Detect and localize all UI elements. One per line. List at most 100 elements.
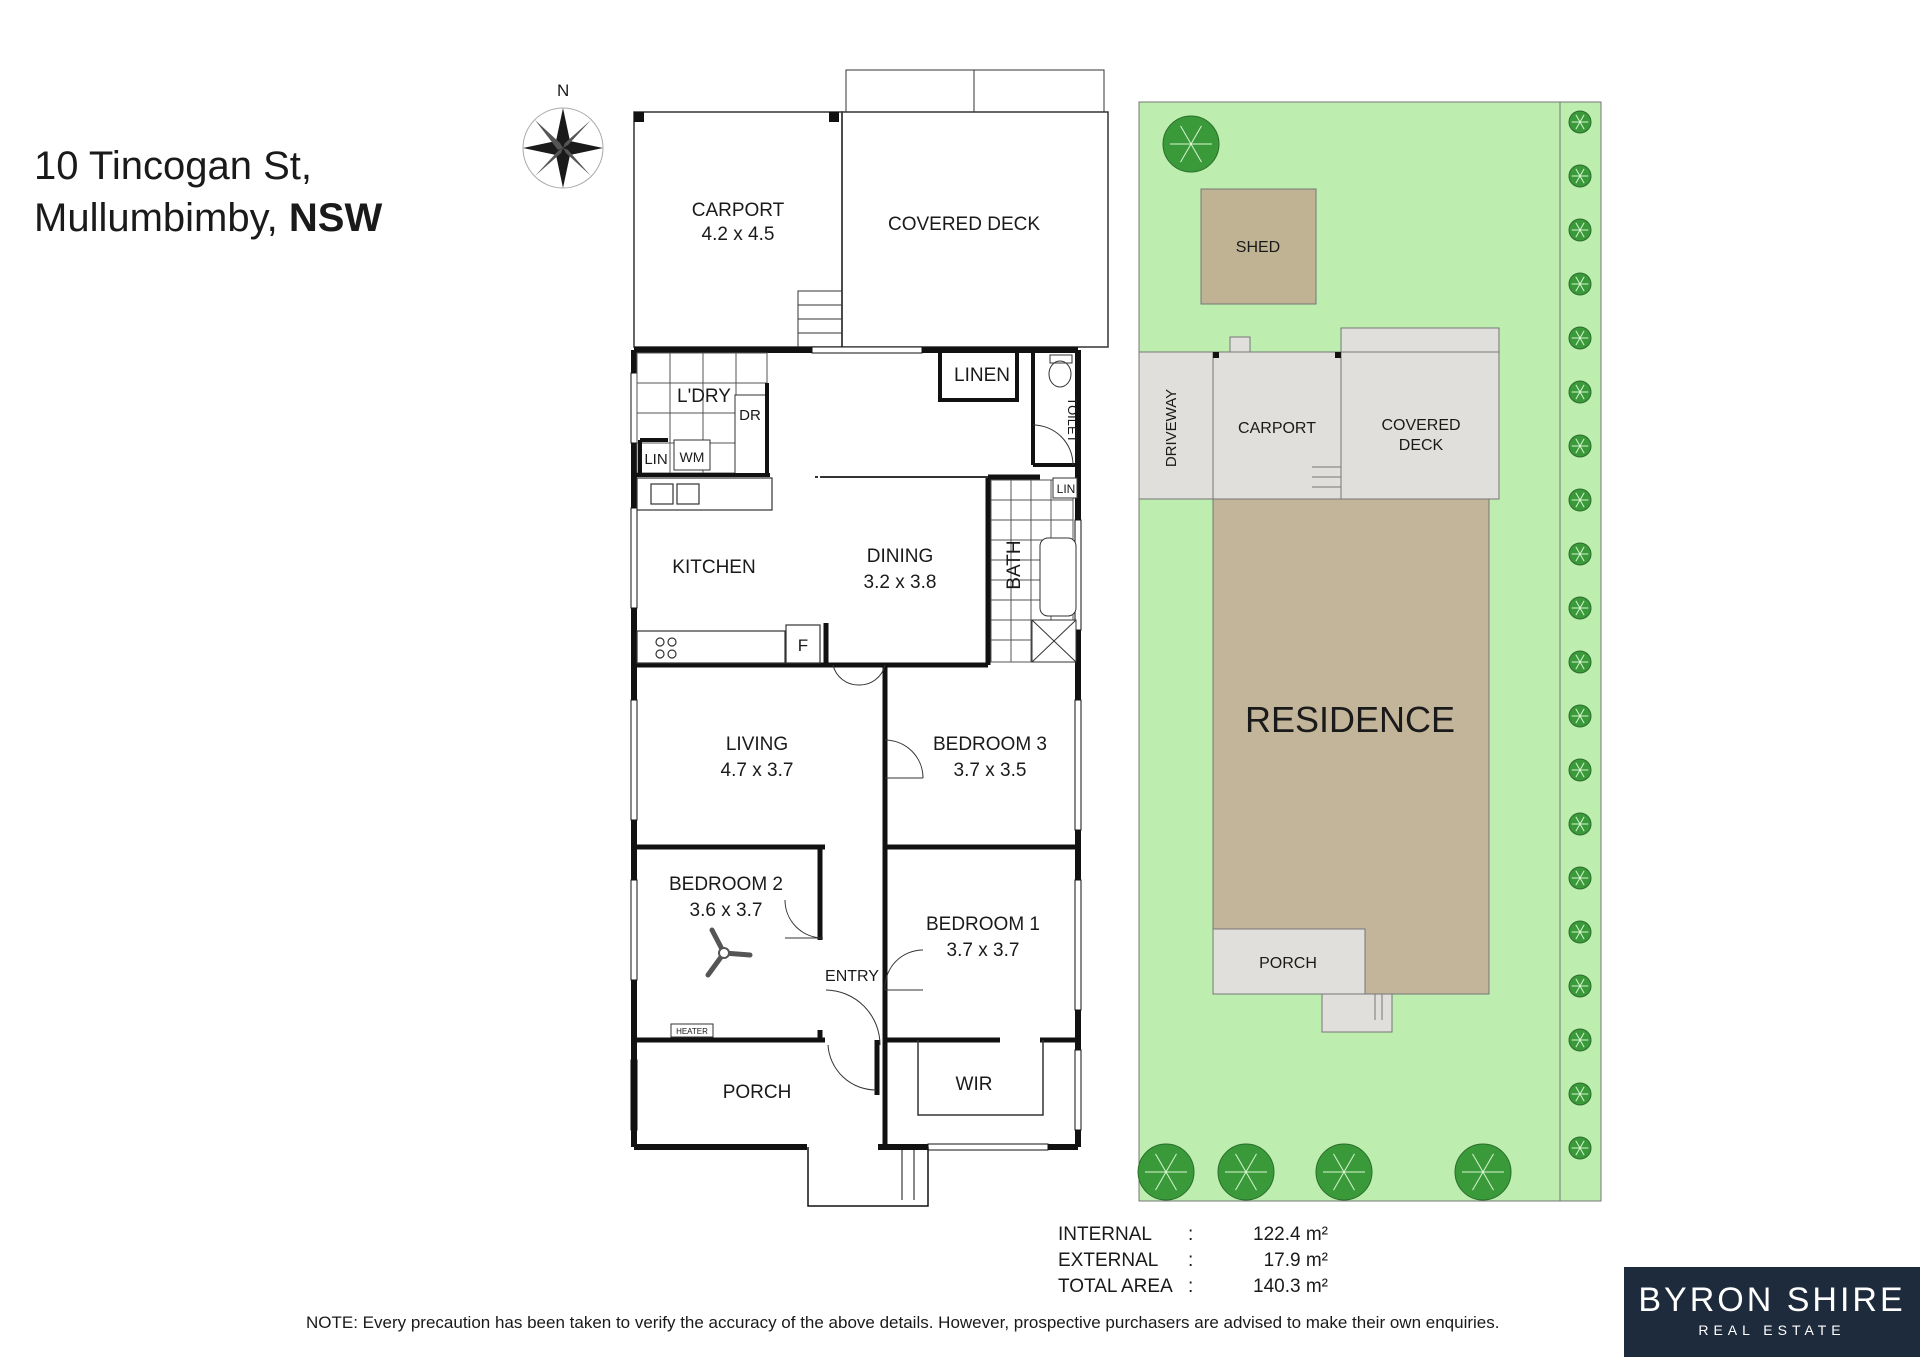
room-label-linen: LINEN bbox=[954, 365, 1010, 386]
logo-sub-text: REAL ESTATE bbox=[1698, 1322, 1846, 1338]
room-size-carport: 4.2 x 4.5 bbox=[702, 224, 775, 245]
note-prefix: NOTE: bbox=[306, 1313, 358, 1332]
room-label-covered-deck: COVERED DECK bbox=[888, 214, 1040, 235]
room-label-bedroom2: BEDROOM 2 bbox=[669, 874, 783, 895]
tree-icon bbox=[1568, 974, 1592, 998]
area-label: TOTAL AREA bbox=[1058, 1276, 1173, 1297]
area-row-total: TOTAL AREA : 140.3 m² bbox=[1058, 1274, 1328, 1300]
site-label-carport: CARPORT bbox=[1238, 420, 1316, 437]
site-shed bbox=[1200, 188, 1317, 305]
label-linen-bath: LIN bbox=[1057, 482, 1076, 496]
site-label-driveway: DRIVEWAY bbox=[1163, 389, 1180, 467]
room-label-toilet: TOILET bbox=[1065, 397, 1080, 442]
tree-icon bbox=[1454, 1143, 1512, 1201]
site-label-deck: DECK bbox=[1399, 437, 1444, 454]
area-row-internal: INTERNAL : 122.4 m² bbox=[1058, 1222, 1328, 1248]
site-porch bbox=[1212, 928, 1366, 995]
label-linen-laundry: LIN bbox=[644, 451, 667, 468]
site-plan-labels: SHED DRIVEWAY CARPORT COVERED DECK RESID… bbox=[1163, 239, 1461, 972]
label-washing-machine: WM bbox=[680, 449, 705, 465]
tree-icon bbox=[1568, 758, 1592, 782]
site-label-residence: RESIDENCE bbox=[1245, 699, 1455, 740]
site-label-shed: SHED bbox=[1236, 239, 1280, 256]
tree-icon bbox=[1568, 920, 1592, 944]
area-label: INTERNAL bbox=[1058, 1224, 1152, 1245]
area-separator: : bbox=[1188, 1276, 1194, 1297]
room-label-carport: CARPORT bbox=[692, 200, 785, 221]
site-label-porch: PORCH bbox=[1259, 955, 1317, 972]
label-fridge: F bbox=[798, 636, 808, 655]
tree-icon bbox=[1568, 866, 1592, 890]
area-label: EXTERNAL bbox=[1058, 1250, 1159, 1271]
area-value: 140.3 m² bbox=[1253, 1276, 1328, 1297]
site-label-covered: COVERED bbox=[1381, 417, 1460, 434]
site-side-strip bbox=[1559, 101, 1602, 1202]
room-label-bedroom3: BEDROOM 3 bbox=[933, 734, 1047, 755]
tree-icon bbox=[1217, 1143, 1275, 1201]
area-separator: : bbox=[1188, 1224, 1194, 1245]
tree-icon bbox=[1568, 1136, 1592, 1160]
tree-icon bbox=[1568, 596, 1592, 620]
site-trees bbox=[1137, 110, 1592, 1201]
tree-icon bbox=[1568, 812, 1592, 836]
site-residence bbox=[1212, 498, 1490, 995]
tree-icon bbox=[1568, 488, 1592, 512]
tree-icon bbox=[1137, 1143, 1195, 1201]
room-size-living: 4.7 x 3.7 bbox=[721, 760, 794, 781]
address-town-line: Mullumbimby, NSW bbox=[34, 192, 382, 244]
room-size-bedroom3: 3.7 x 3.5 bbox=[954, 760, 1027, 781]
tree-icon bbox=[1568, 110, 1592, 134]
compass-north-label: N bbox=[557, 81, 569, 100]
tree-icon bbox=[1568, 1082, 1592, 1106]
room-size-dining: 3.2 x 3.8 bbox=[864, 572, 937, 593]
room-label-dining: DINING bbox=[867, 546, 934, 567]
tree-icon bbox=[1568, 326, 1592, 350]
logo-main-text: BYRON SHIRE bbox=[1638, 1281, 1906, 1319]
agency-logo: BYRON SHIRE REAL ESTATE bbox=[1624, 1267, 1920, 1357]
room-label-entry: ENTRY bbox=[825, 968, 879, 985]
area-value: 17.9 m² bbox=[1263, 1250, 1328, 1271]
tree-icon bbox=[1162, 115, 1220, 173]
address-state: NSW bbox=[288, 196, 383, 240]
tree-icon bbox=[1568, 380, 1592, 404]
room-label-wir: WIR bbox=[956, 1074, 993, 1095]
area-value: 122.4 m² bbox=[1253, 1224, 1328, 1245]
tree-icon bbox=[1315, 1143, 1373, 1201]
room-label-laundry: L'DRY bbox=[677, 386, 731, 407]
label-heater: HEATER bbox=[676, 1027, 708, 1036]
room-size-bedroom2: 3.6 x 3.7 bbox=[690, 900, 763, 921]
room-size-bedroom1: 3.7 x 3.7 bbox=[947, 940, 1020, 961]
tree-icon bbox=[1568, 542, 1592, 566]
address-street: 10 Tincogan St, bbox=[34, 144, 312, 188]
ceiling-fan-icon bbox=[705, 927, 753, 978]
note-text: Every precaution has been taken to verif… bbox=[357, 1313, 1500, 1332]
site-plan bbox=[1137, 101, 1602, 1202]
tree-icon bbox=[1568, 164, 1592, 188]
floor-plan bbox=[630, 69, 1109, 1207]
area-separator: : bbox=[1188, 1250, 1194, 1271]
room-label-kitchen: KITCHEN bbox=[672, 557, 755, 578]
toilet-icon bbox=[1048, 354, 1073, 388]
site-covered-deck bbox=[1340, 351, 1500, 500]
tree-icon bbox=[1568, 218, 1592, 242]
disclaimer-note: NOTE: Every precaution has been taken to… bbox=[306, 1313, 1499, 1333]
heater-icon bbox=[670, 1023, 714, 1038]
tree-icon bbox=[1568, 272, 1592, 296]
room-label-living: LIVING bbox=[726, 734, 788, 755]
room-label-bedroom1: BEDROOM 1 bbox=[926, 914, 1040, 935]
room-label-bath: BATH bbox=[1004, 540, 1025, 589]
property-address: 10 Tincogan St, Mullumbimby, NSW bbox=[34, 140, 382, 244]
floor-plan-labels: CARPORT 4.2 x 4.5 COVERED DECK L'DRY DR … bbox=[644, 200, 1080, 1103]
site-carport bbox=[1212, 351, 1342, 500]
area-summary: INTERNAL : 122.4 m² EXTERNAL : 17.9 m² T… bbox=[1058, 1222, 1328, 1300]
linen-cupboard bbox=[938, 348, 1019, 402]
tree-icon bbox=[1568, 1028, 1592, 1052]
bathtub-icon bbox=[1039, 537, 1077, 617]
area-row-external: EXTERNAL : 17.9 m² bbox=[1058, 1248, 1328, 1274]
address-town: Mullumbimby, bbox=[34, 196, 278, 240]
room-label-porch: PORCH bbox=[723, 1082, 792, 1103]
tree-icon bbox=[1568, 434, 1592, 458]
kitchen-bench bbox=[636, 477, 821, 664]
tree-icon bbox=[1568, 704, 1592, 728]
